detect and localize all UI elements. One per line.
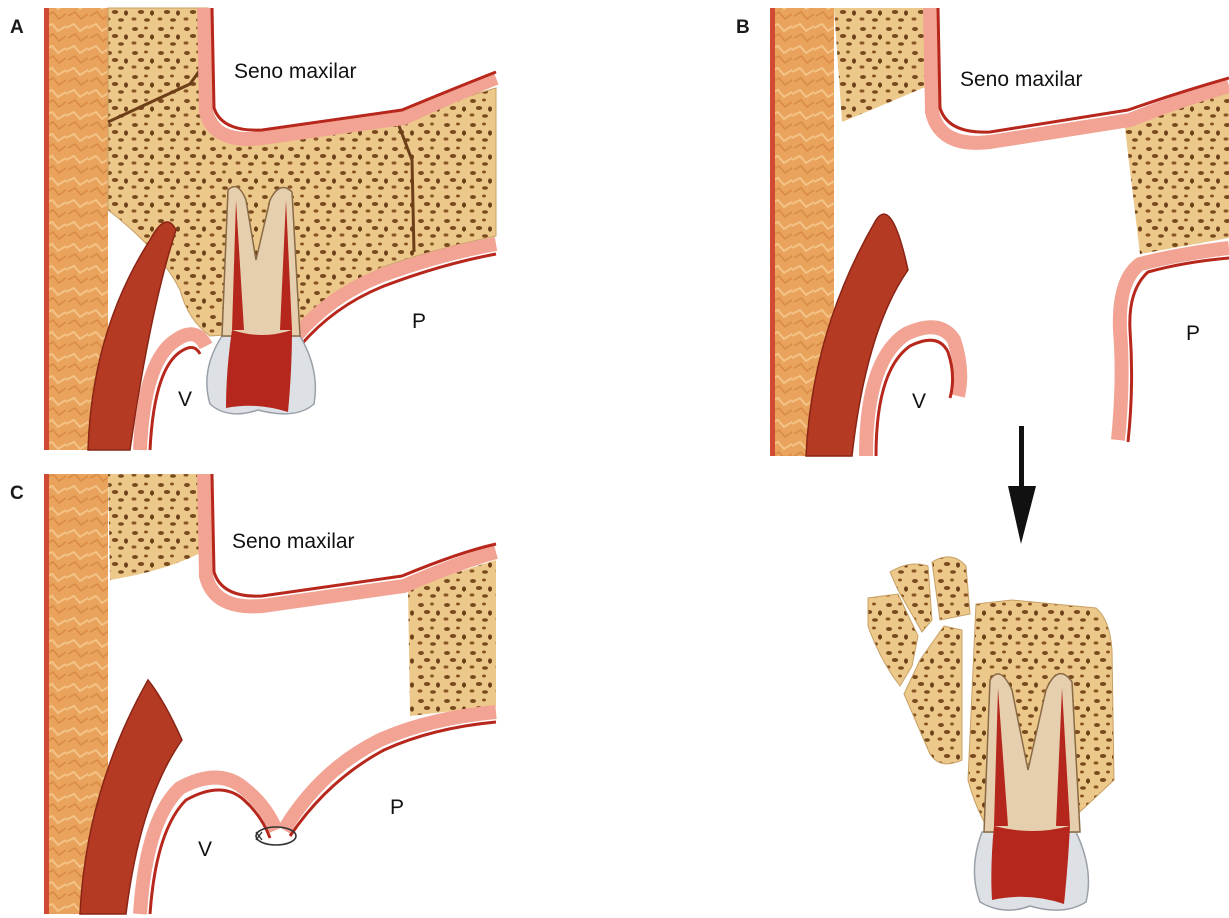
palatal-mucosa (1118, 248, 1229, 440)
panel-a: A Seno maxilar V P (10, 8, 496, 450)
vestibular-label: V (178, 388, 192, 411)
palatal-mucosa-edge (1128, 258, 1229, 442)
vestibular-label: V (198, 838, 212, 861)
arrow-down-icon (1008, 426, 1036, 544)
skin-edge (44, 474, 49, 914)
panel-c-label: C (10, 483, 24, 504)
palatal-label: P (412, 310, 426, 333)
bone-remnant (108, 474, 206, 580)
palatal-label: P (390, 796, 404, 819)
palatal-label: P (1186, 322, 1200, 345)
alveolar-bone (108, 8, 496, 336)
sinus-label: Seno maxilar (960, 68, 1083, 91)
bone-fragment (932, 557, 970, 620)
extracted-bone-and-tooth (868, 557, 1114, 910)
sinus-label: Seno maxilar (232, 530, 355, 553)
sinus-label: Seno maxilar (234, 60, 357, 83)
panel-a-label: A (10, 17, 24, 38)
skin-edge (770, 8, 775, 456)
bone-remnant (834, 8, 932, 122)
vestibular-label: V (912, 390, 926, 413)
skin-edge (44, 8, 49, 450)
panel-c: C Seno maxilar V P (10, 474, 496, 914)
panel-b: B Seno maxilar V P (736, 8, 1229, 456)
panel-b-label: B (736, 17, 750, 38)
